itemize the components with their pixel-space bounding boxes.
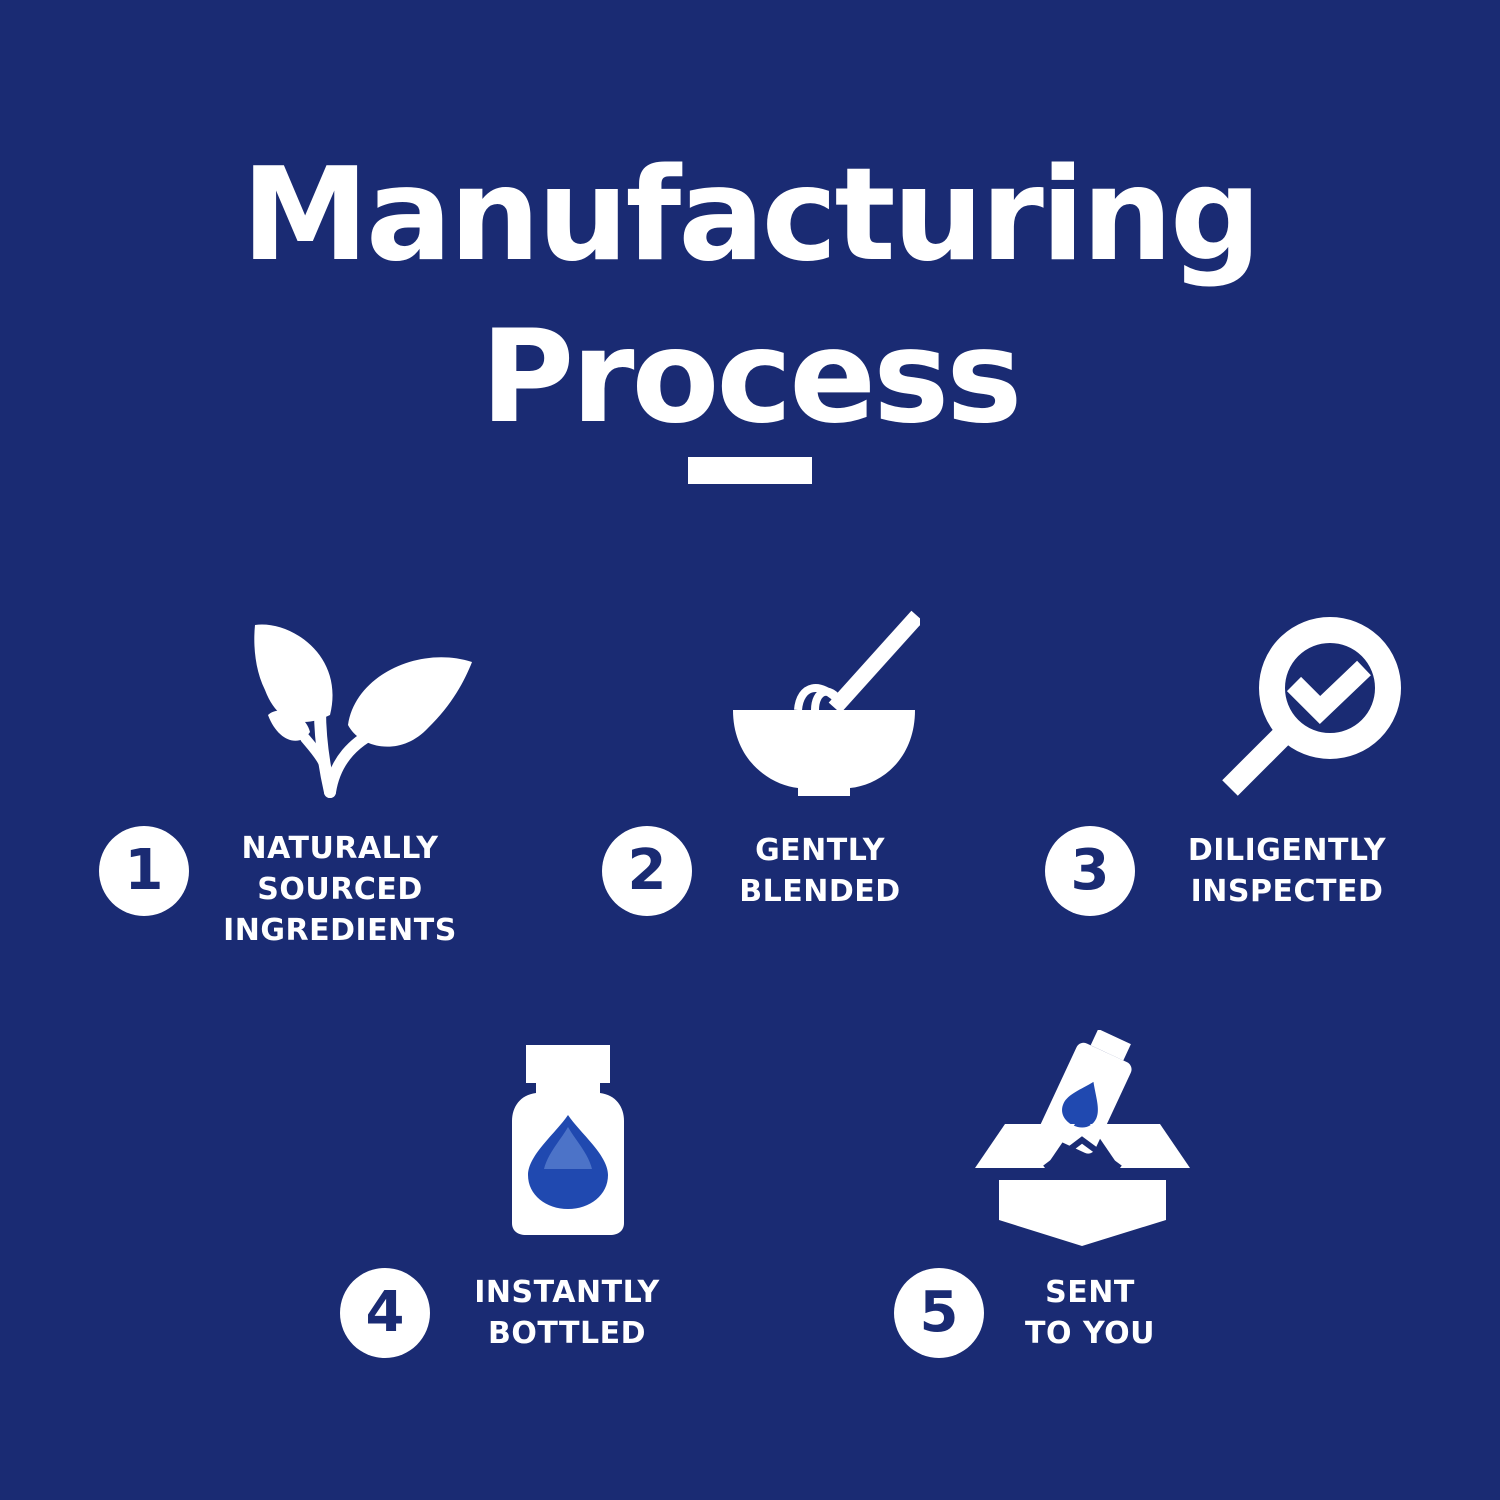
step-3-label: DILIGENTLY INSPECTED	[1187, 833, 1387, 909]
step-5-label: SENT TO YOU	[1025, 1275, 1155, 1351]
title-line-2: Process	[480, 303, 1023, 452]
step-3-number: 3	[1045, 826, 1135, 916]
mixing-bowl-whisk-icon	[733, 610, 920, 796]
box-bottle-icon	[975, 1030, 1190, 1246]
step-4-number: 4	[340, 1268, 430, 1358]
step-2-label: GENTLY BLENDED	[739, 833, 901, 909]
sprout-leaves-icon	[254, 624, 472, 798]
magnifier-check-icon	[1222, 617, 1401, 796]
title-line-1: Manufacturing	[241, 141, 1262, 290]
title-divider	[688, 457, 812, 484]
page-title: Manufacturing Process	[0, 135, 1500, 459]
bottle-drop-icon	[512, 1045, 624, 1235]
step-1-label: NATURALLY SOURCED INGREDIENTS	[223, 831, 457, 948]
step-5-number: 5	[894, 1268, 984, 1358]
step-2-number: 2	[602, 826, 692, 916]
step-1-number: 1	[99, 826, 189, 916]
step-4-label: INSTANTLY BOTTLED	[474, 1275, 660, 1351]
